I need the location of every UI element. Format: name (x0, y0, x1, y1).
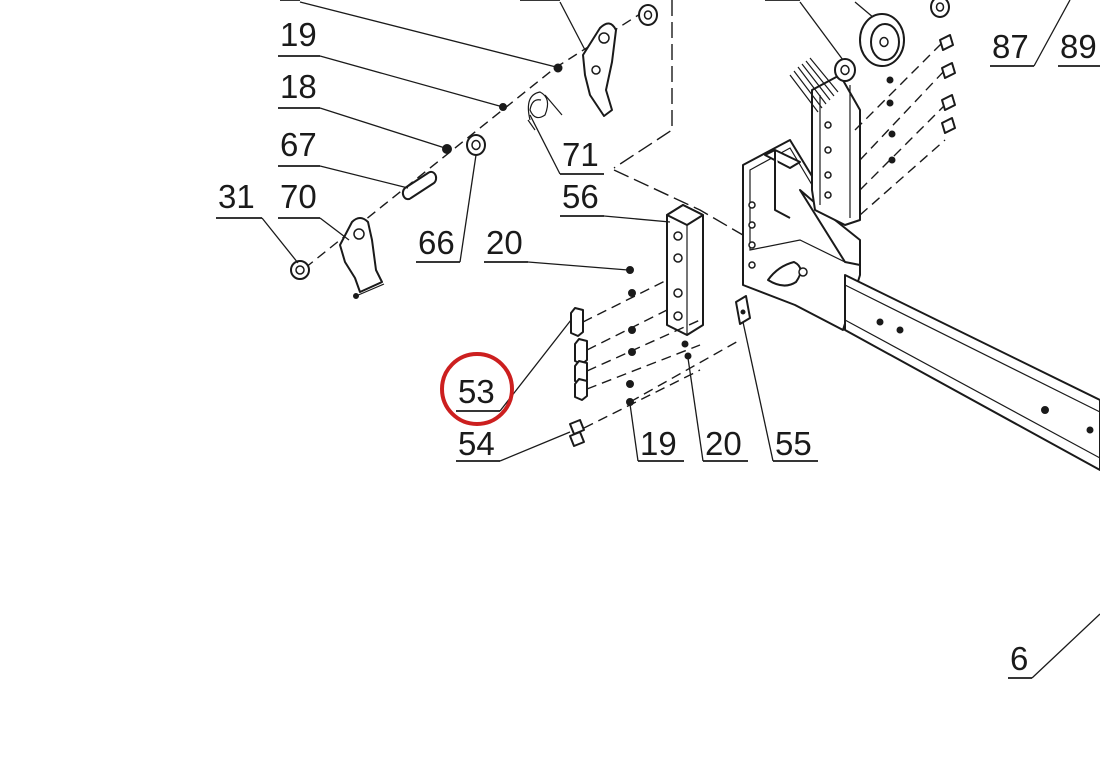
label-89: 89 (1060, 28, 1097, 65)
main-frame (742, 0, 1100, 471)
mount-plate (666, 204, 704, 336)
callout-labels: 19 18 67 31 70 66 71 56 20 53 (216, 0, 1100, 679)
label-20-lower: 20 (705, 425, 742, 462)
label-20-upper: 20 (486, 224, 523, 261)
upper-left-linkage (290, 4, 658, 299)
label-54: 54 (458, 425, 495, 462)
fasteners (569, 266, 751, 447)
label-31: 31 (218, 178, 255, 215)
top-leaders (280, 0, 875, 69)
label-18: 18 (280, 68, 317, 105)
label-19-upper: 19 (280, 16, 317, 53)
label-55: 55 (775, 425, 812, 462)
label-66: 66 (418, 224, 455, 261)
label-67: 67 (280, 126, 317, 163)
label-56: 56 (562, 178, 599, 215)
label-53: 53 (458, 373, 495, 410)
label-70: 70 (280, 178, 317, 215)
label-87: 87 (992, 28, 1029, 65)
highlight-circle (440, 352, 514, 426)
label-19-lower: 19 (640, 425, 677, 462)
label-71: 71 (562, 136, 599, 173)
label-6: 6 (1010, 640, 1028, 677)
